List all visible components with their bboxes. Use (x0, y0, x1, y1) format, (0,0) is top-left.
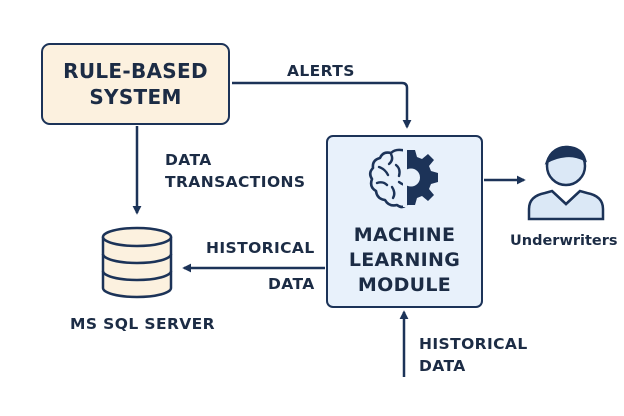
historical-to-db-line1: HISTORICAL (206, 239, 315, 257)
ml-module-line3: MODULE (357, 274, 452, 296)
ml-module-line1: MACHINE (353, 224, 456, 246)
data-transactions-label: DATA TRANSACTIONS (165, 149, 305, 193)
database-label: MS SQL SERVER (70, 315, 216, 333)
machine-learning-module-box: MACHINE LEARNING MODULE (326, 135, 483, 308)
rule-system-line2: SYSTEM (89, 85, 182, 109)
ml-module-line2: LEARNING (348, 249, 461, 271)
person-icon (527, 145, 605, 221)
database-cylinder-icon (101, 226, 173, 299)
rule-based-system-box: RULE-BASED SYSTEM (41, 43, 230, 125)
underwriters-label: Underwriters (510, 233, 618, 249)
alerts-arrow (232, 81, 412, 129)
historical-input-line1: HISTORICAL (419, 335, 528, 353)
alerts-label: ALERTS (287, 62, 355, 80)
historical-input-label: HISTORICAL DATA (419, 333, 528, 377)
rule-system-line1: RULE-BASED (63, 59, 208, 83)
historical-input-line2: DATA (419, 357, 466, 375)
historical-to-db-line2: DATA (268, 275, 315, 293)
brain-gear-icon (368, 148, 438, 209)
data-transactions-line2: TRANSACTIONS (165, 173, 306, 191)
data-transactions-line1: DATA (165, 151, 212, 169)
